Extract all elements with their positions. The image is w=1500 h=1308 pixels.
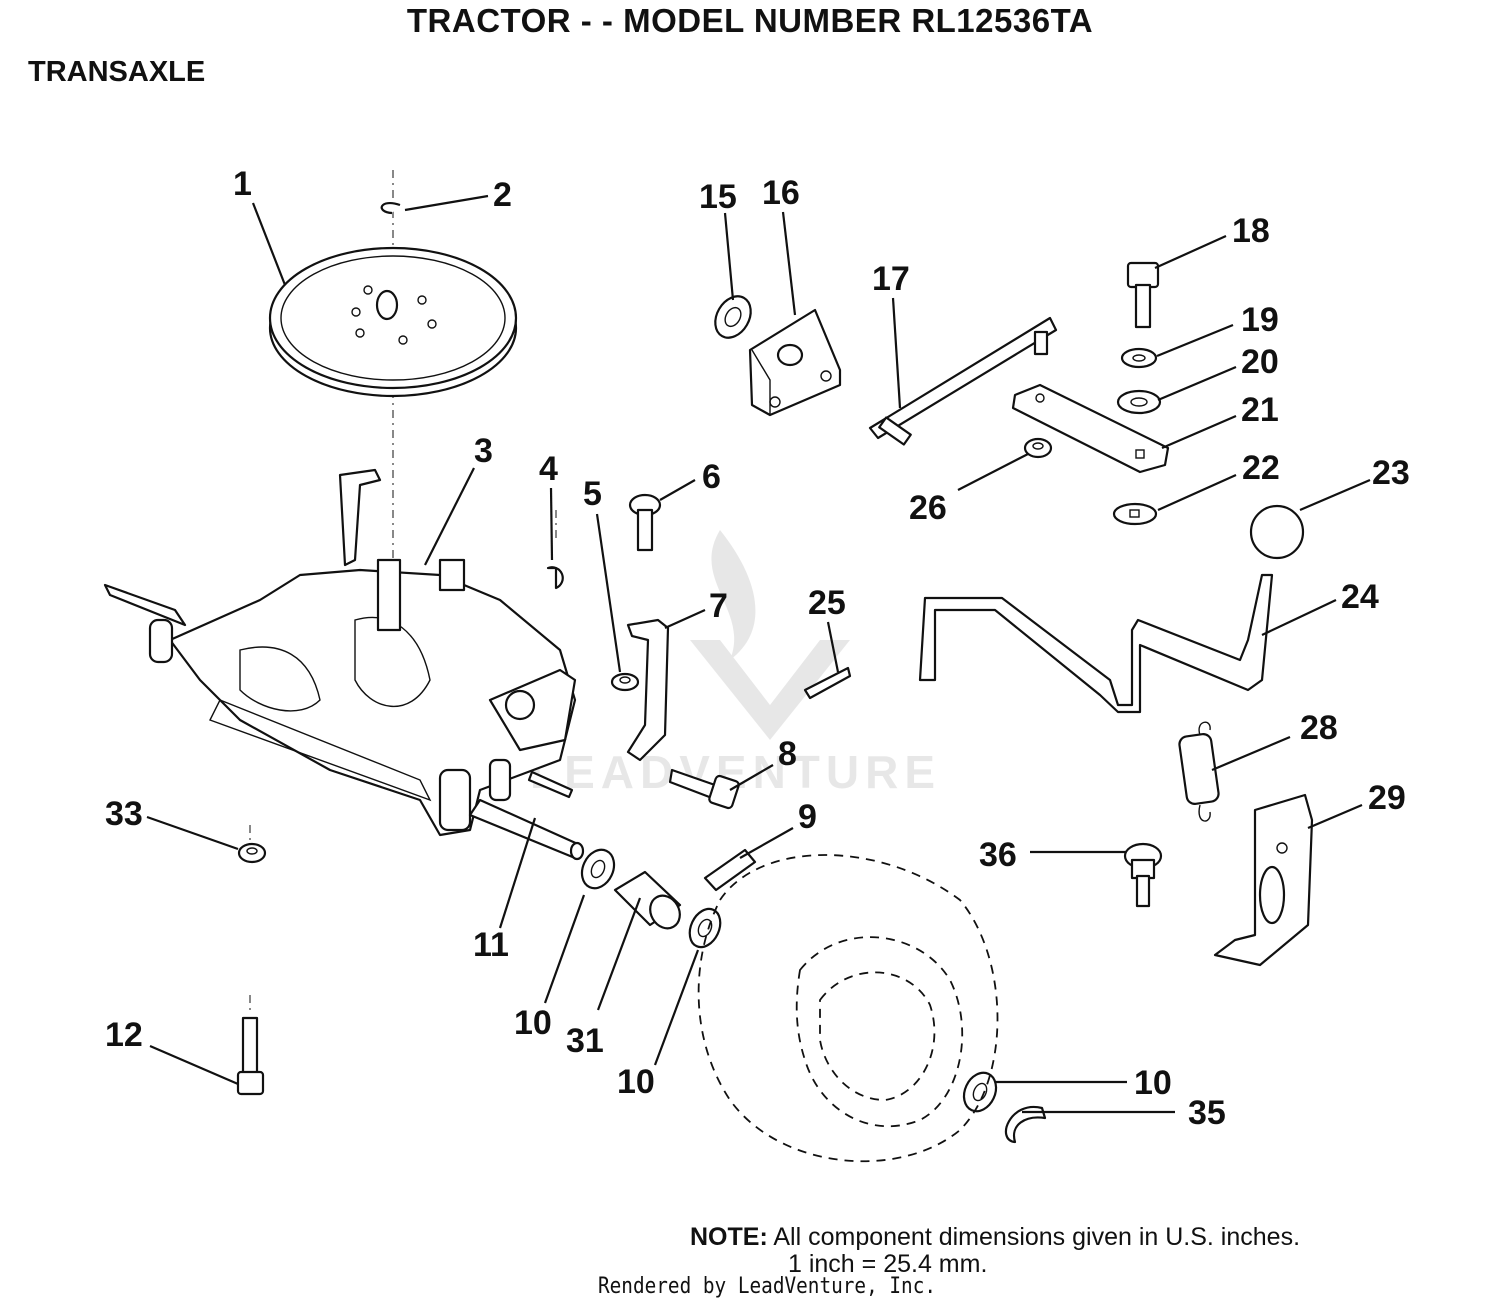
callout-1: 1 bbox=[233, 165, 252, 203]
bolt-18-part bbox=[1126, 261, 1160, 329]
callout-11: 11 bbox=[473, 926, 509, 964]
support-bracket-part bbox=[1213, 793, 1314, 967]
control-rod-part bbox=[868, 316, 1058, 446]
callout-12: 12 bbox=[105, 1016, 143, 1054]
nut-33-part bbox=[237, 842, 267, 864]
callout-10-b: 10 bbox=[617, 1063, 655, 1101]
callout-17: 17 bbox=[872, 260, 910, 298]
shift-lever-part bbox=[918, 573, 1274, 714]
bracket-part bbox=[626, 618, 670, 762]
cotter-pin-part bbox=[803, 666, 852, 700]
callout-18: 18 bbox=[1232, 212, 1270, 250]
note-label: NOTE: bbox=[690, 1223, 768, 1251]
callout-9: 9 bbox=[798, 798, 817, 836]
spring-pin-part bbox=[703, 848, 757, 892]
footer-credit: Rendered by LeadVenture, Inc. bbox=[598, 1274, 937, 1299]
callout-20: 20 bbox=[1241, 343, 1279, 381]
hex-bolt-part bbox=[668, 768, 740, 810]
page-title: TRACTOR - - MODEL NUMBER RL12536TA bbox=[406, 2, 1094, 39]
callout-22: 22 bbox=[1242, 449, 1280, 487]
callout-3: 3 bbox=[474, 432, 493, 470]
washer-19-20-part bbox=[1116, 347, 1162, 415]
callout-15: 15 bbox=[699, 178, 737, 216]
note-line-2: 1 inch = 25.4 mm. bbox=[788, 1250, 988, 1278]
washer-22-part bbox=[1112, 502, 1158, 526]
pulley-part bbox=[268, 246, 518, 398]
callout-19: 19 bbox=[1241, 301, 1279, 339]
note-line-1: All component dimensions given in U.S. i… bbox=[773, 1223, 1301, 1251]
callout-33: 33 bbox=[105, 795, 143, 833]
woodruff-key-part bbox=[546, 566, 564, 590]
callout-25: 25 bbox=[808, 584, 846, 622]
callout-10-a: 10 bbox=[514, 1004, 552, 1042]
callout-6: 6 bbox=[702, 458, 721, 496]
wheel-outline bbox=[697, 854, 999, 1163]
carriage-bolt-part bbox=[628, 493, 662, 552]
callout-7: 7 bbox=[709, 587, 728, 625]
callout-21: 21 bbox=[1241, 391, 1279, 429]
callout-8: 8 bbox=[778, 735, 797, 773]
leader-lines bbox=[146, 194, 1371, 1114]
axle-part bbox=[468, 770, 585, 861]
retaining-ring-part bbox=[380, 202, 401, 215]
nut-part bbox=[610, 672, 640, 692]
callout-2: 2 bbox=[493, 176, 512, 214]
callout-28: 28 bbox=[1300, 709, 1338, 747]
callout-31: 31 bbox=[566, 1022, 604, 1060]
callout-23: 23 bbox=[1372, 454, 1410, 492]
section-title: TRANSAXLE bbox=[28, 56, 206, 88]
callout-29: 29 bbox=[1368, 779, 1406, 817]
callout-4: 4 bbox=[539, 450, 558, 488]
transaxle-housing-part bbox=[103, 468, 577, 837]
callout-24: 24 bbox=[1341, 578, 1379, 616]
nut-26-part bbox=[1023, 437, 1053, 459]
callout-5: 5 bbox=[583, 475, 602, 513]
callout-26: 26 bbox=[909, 489, 947, 527]
retaining-ring-35-part bbox=[1004, 1105, 1047, 1144]
knob-part bbox=[1249, 504, 1305, 560]
pivot-bracket-part bbox=[748, 308, 842, 417]
spacer-part bbox=[613, 870, 682, 930]
callout-36: 36 bbox=[979, 836, 1017, 874]
washer-15-part bbox=[714, 295, 752, 339]
bolt-12-part bbox=[236, 1016, 265, 1096]
callout-16: 16 bbox=[762, 174, 800, 212]
callout-35: 35 bbox=[1188, 1094, 1226, 1132]
link-plate-part bbox=[1011, 383, 1170, 474]
dimension-note: NOTE: All component dimensions given in … bbox=[690, 1224, 1300, 1278]
screw-36-part bbox=[1123, 842, 1163, 908]
washer-part bbox=[580, 848, 998, 1113]
extension-spring-part bbox=[1178, 721, 1220, 822]
callout-10-c: 10 bbox=[1134, 1064, 1172, 1102]
